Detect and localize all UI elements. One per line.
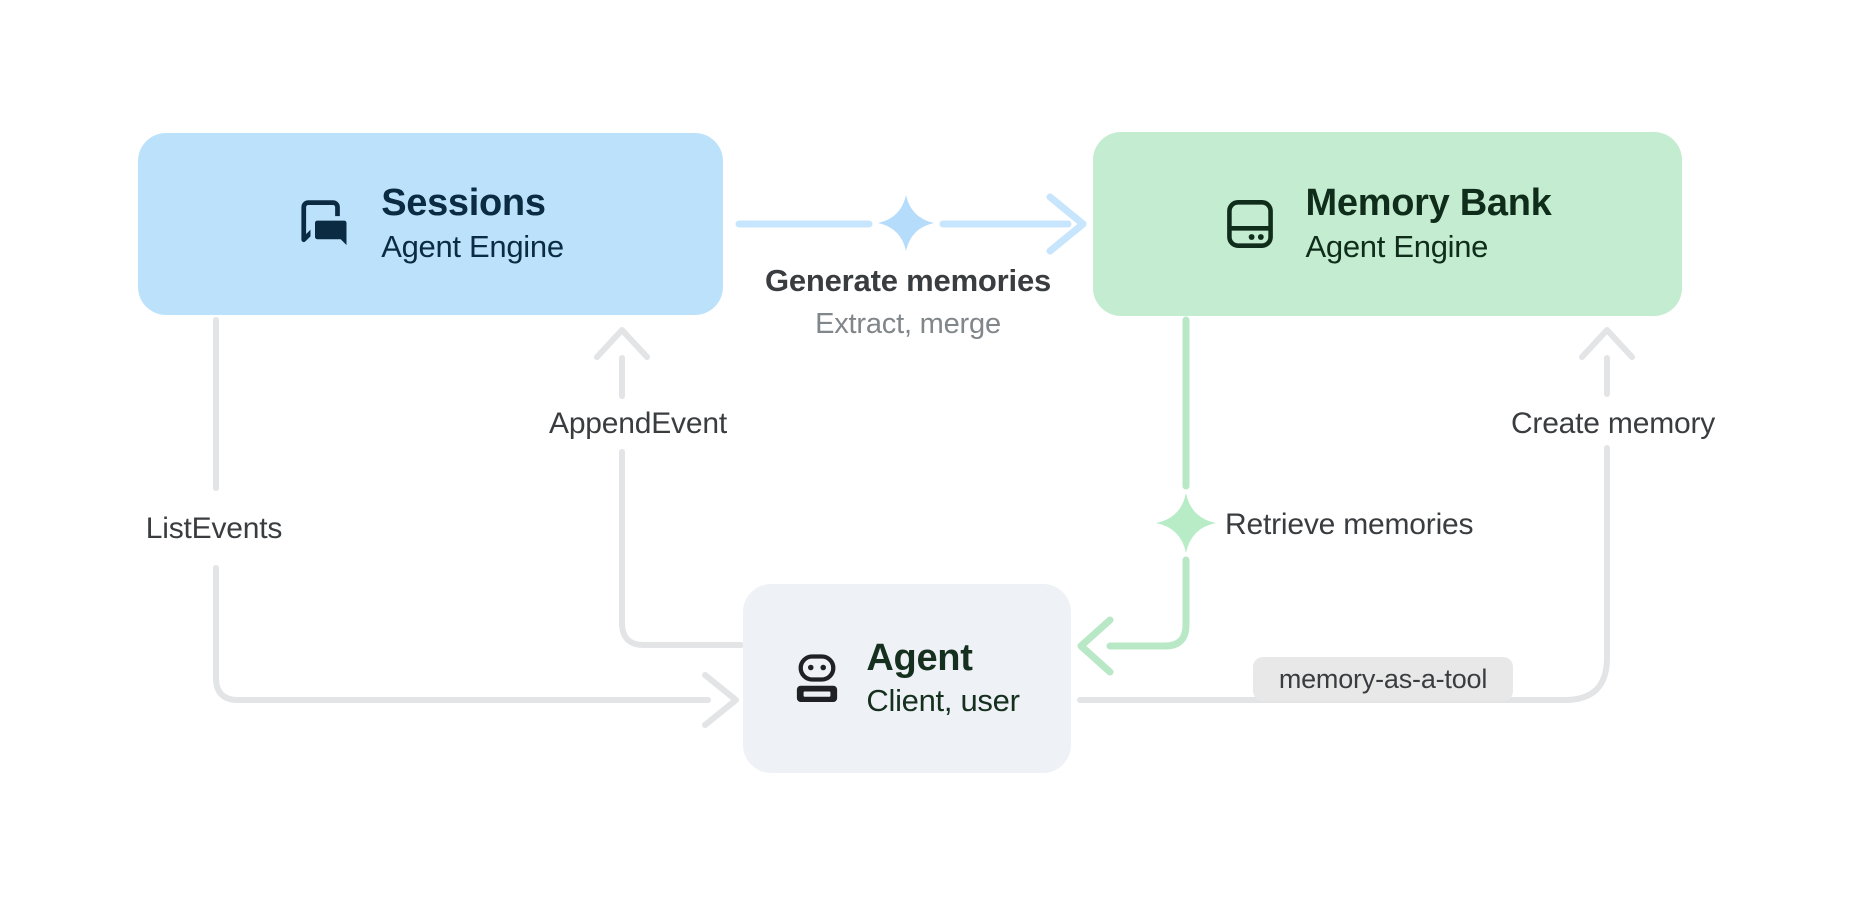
label-generate-memories: Generate memories <box>764 263 1052 298</box>
node-memory-bank: Memory Bank Agent Engine <box>1093 132 1682 316</box>
node-title: Agent <box>866 636 973 679</box>
label-append-event: AppendEvent <box>549 407 727 440</box>
memory-as-a-tool-badge: memory-as-a-tool <box>1253 657 1513 701</box>
node-agent: Agent Client, user <box>743 584 1071 773</box>
arrowhead <box>1046 193 1087 255</box>
arrowhead <box>594 327 650 360</box>
label-list-events: ListEvents <box>145 512 283 545</box>
robot-icon <box>794 653 840 705</box>
arrow-retrieve-memories <box>1077 316 1216 676</box>
node-sessions: Sessions Agent Engine <box>138 133 723 315</box>
label-extract-merge: Extract, merge <box>815 308 1001 340</box>
node-title: Memory Bank <box>1305 182 1552 225</box>
label-retrieve-memories: Retrieve memories <box>1225 508 1474 541</box>
node-subtitle: Client, user <box>866 683 1020 719</box>
arrowhead <box>1077 616 1114 676</box>
chat-icon <box>297 197 352 251</box>
sparkle-icon <box>1156 493 1216 553</box>
arrowhead <box>702 672 739 728</box>
storage-icon <box>1224 197 1276 251</box>
arrow-list-events <box>213 317 739 728</box>
arrow-append-event <box>594 327 744 648</box>
arrow-create-memory <box>1077 327 1635 703</box>
arrowhead <box>1579 327 1635 360</box>
node-subtitle: Agent Engine <box>1305 228 1489 264</box>
node-subtitle: Agent Engine <box>381 228 564 264</box>
sparkle-icon <box>878 195 934 251</box>
arrow-generate-memories <box>735 193 1087 255</box>
node-title: Sessions <box>381 182 546 225</box>
label-create-memory: Create memory <box>1510 407 1716 440</box>
